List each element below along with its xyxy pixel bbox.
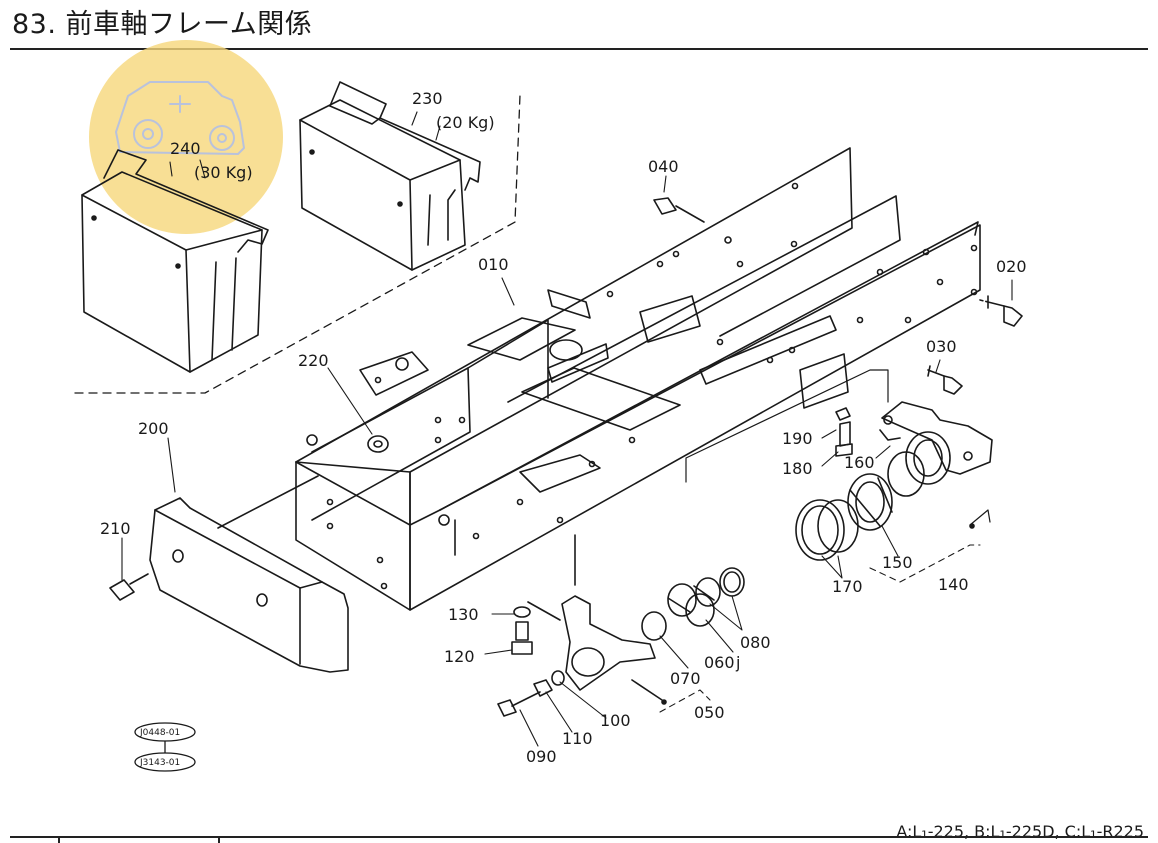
part-050-center-spindle [527,595,663,701]
part-170-seal [795,451,925,561]
callout-010: 010 [478,255,509,274]
callout-060: 060 [704,653,735,672]
callout-120: 120 [444,647,475,666]
callout-240: 240 [170,139,201,158]
part-020-bolt [979,295,1023,327]
callout-230: 230 [412,89,443,108]
callout-200: 200 [138,419,169,438]
footer-rule [10,836,1148,838]
part-060-bushing [667,583,715,627]
title-rule [10,48,1148,50]
footer-tick [218,836,220,843]
part-170-seal-2 [817,499,859,553]
model-applicability: A:L₁-225, B:L₁-225D, C:L₁-R225 [896,822,1144,841]
callout-030: 030 [926,337,957,356]
reference-stamps: J0448-01 J3143-01 [134,722,196,772]
callout-050: 050 [694,703,725,722]
callout-090: 090 [526,747,557,766]
callout-160: 160 [844,453,875,472]
part-200-front-bumper [149,475,349,673]
page-title: 83. 前車軸フレーム関係 [12,9,313,40]
part-230-front-weight [299,81,481,271]
part-110-nut [533,679,553,697]
callout-170: 170 [832,577,863,596]
weight-230: (20 Kg) [436,113,495,132]
callout-150: 150 [882,553,913,572]
part-240-front-weight [81,149,269,373]
callout-140: 140 [938,575,969,594]
part-100-washer [551,670,565,686]
callout-020: 020 [996,257,1027,276]
weight-240: (30 Kg) [194,163,253,182]
part-030-bolt [927,365,963,395]
part-010-axle-frame [295,147,981,611]
part-080-seal [695,567,745,607]
part-180-190-bolt [835,407,853,457]
part-120-130-bolt [511,606,533,655]
part-040-bolt [653,197,705,223]
callout-220: 220 [298,351,329,370]
part-070-washer [641,611,667,641]
callout-070: 070 [670,669,701,688]
callout-180: 180 [782,459,813,478]
footer-tick [58,836,60,843]
callout-100: 100 [600,711,631,730]
callout-210: 210 [100,519,131,538]
stamp-j0448: J0448-01 [139,728,180,738]
callout-110: 110 [562,729,593,748]
callout-190: 190 [782,429,813,448]
part-210-bolt [109,573,149,601]
callout-040: 040 [648,157,679,176]
callout-080: 080 [740,633,771,652]
watermark-tractor-icon [89,40,283,234]
stamp-j3143: J3143-01 [139,758,180,768]
callout-130: 130 [448,605,479,624]
part-160-front-support [879,401,993,485]
callout-060-suffix: j [735,653,740,672]
part-090-bolt [497,691,541,717]
part-150-bushing [847,473,893,531]
